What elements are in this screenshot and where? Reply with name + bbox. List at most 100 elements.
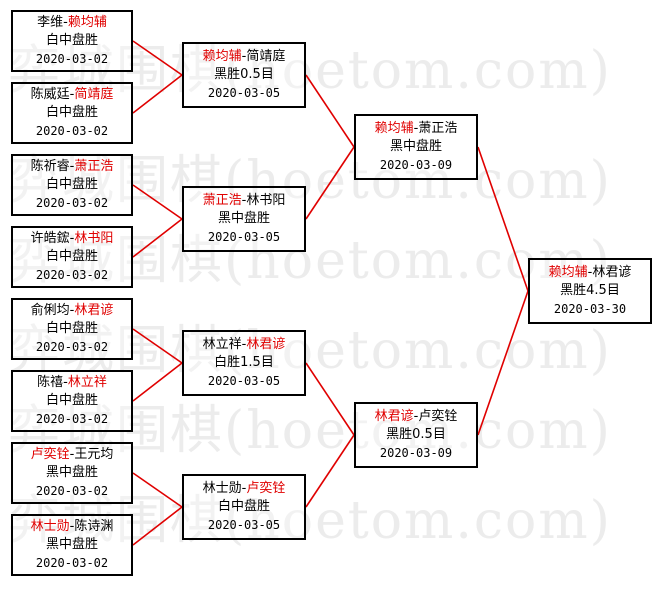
player-black: 陈祈睿 <box>30 159 70 174</box>
player-black: 赖均辅 <box>374 121 414 136</box>
match-result: 黑胜0.5目 <box>214 67 274 82</box>
match-result: 黑中盘胜 <box>45 537 98 552</box>
match-result-row: 黑中盘胜 <box>13 464 131 482</box>
match-players: 陈祈睿-萧正浩 <box>13 158 131 176</box>
match-date-row: 2020-03-02 <box>13 50 131 68</box>
bracket-connector <box>305 362 355 436</box>
match-players: 林士勋-卢奕铨 <box>184 480 304 498</box>
player-separator: - <box>69 231 75 246</box>
player-black: 林立祥 <box>202 337 242 352</box>
match-result-row: 白中盘胜 <box>13 248 131 266</box>
match-date-row: 2020-03-05 <box>184 516 304 534</box>
bracket-connector <box>132 184 183 220</box>
player-separator: - <box>69 447 75 462</box>
bracket-connector <box>132 40 183 76</box>
bracket-connector <box>132 74 183 114</box>
match-result-row: 黑中盘胜 <box>184 210 304 228</box>
match-players: 林立祥-林君谚 <box>184 336 304 354</box>
player-black: 俞俐均 <box>30 303 70 318</box>
bracket-connector <box>305 74 355 148</box>
match-date: 2020-03-02 <box>35 196 109 210</box>
player-white: 卢奕铨 <box>246 481 286 496</box>
match-date-row: 2020-03-02 <box>13 554 131 572</box>
player-white: 林君谚 <box>74 303 114 318</box>
match-result: 白中盘胜 <box>45 249 98 264</box>
player-white: 萧正浩 <box>418 121 458 136</box>
player-separator: - <box>63 15 68 30</box>
match-result-row: 白中盘胜 <box>13 32 131 50</box>
player-separator: - <box>241 337 247 352</box>
match-players: 俞俐均-林君谚 <box>13 302 131 320</box>
match-result: 黑中盘胜 <box>217 211 270 226</box>
player-separator: - <box>69 159 75 174</box>
player-separator: - <box>241 481 247 496</box>
match-result: 白中盘胜 <box>45 393 98 408</box>
match-date-row: 2020-03-30 <box>530 300 650 318</box>
match-result-row: 黑胜0.5目 <box>356 426 476 444</box>
match-players: 赖均辅-萧正浩 <box>356 120 476 138</box>
match-date: 2020-03-02 <box>35 52 109 66</box>
player-separator: - <box>413 121 419 136</box>
match-result: 白胜1.5目 <box>214 355 274 370</box>
match-date-row: 2020-03-05 <box>184 372 304 390</box>
match-date: 2020-03-09 <box>379 446 453 460</box>
player-black: 赖均辅 <box>202 49 242 64</box>
player-separator: - <box>241 49 247 64</box>
match-date: 2020-03-02 <box>35 556 109 570</box>
match-date-row: 2020-03-05 <box>184 84 304 102</box>
match-players: 林君谚-卢奕铨 <box>356 408 476 426</box>
player-separator: - <box>69 87 75 102</box>
player-black: 许皓鋐 <box>30 231 70 246</box>
bracket-connector <box>477 146 529 292</box>
match-date-row: 2020-03-02 <box>13 410 131 428</box>
match-players: 李维-赖均辅 <box>13 14 131 32</box>
match-box-round2-2: 萧正浩-林书阳黑中盘胜 2020-03-05 <box>182 186 306 252</box>
match-result-row: 白中盘胜 <box>184 498 304 516</box>
match-players: 卢奕铨-王元均 <box>13 446 131 464</box>
match-result: 黑胜0.5目 <box>386 427 446 442</box>
player-separator: - <box>69 519 75 534</box>
player-white: 陈诗渊 <box>74 519 114 534</box>
match-date: 2020-03-02 <box>35 268 109 282</box>
match-date: 2020-03-30 <box>553 302 627 316</box>
match-players: 赖均辅-林君谚 <box>530 264 650 282</box>
match-date-row: 2020-03-02 <box>13 338 131 356</box>
match-box-round1-1: 李维-赖均辅白中盘胜 2020-03-02 <box>11 10 133 72</box>
match-result: 白中盘胜 <box>45 321 98 336</box>
player-separator: - <box>69 303 75 318</box>
match-players: 林士勋-陈诗渊 <box>13 518 131 536</box>
player-black: 李维 <box>37 15 64 30</box>
bracket-connector <box>305 146 355 220</box>
player-separator: - <box>63 375 68 390</box>
player-white: 王元均 <box>74 447 114 462</box>
bracket-connector <box>132 328 183 364</box>
match-players: 萧正浩-林书阳 <box>184 192 304 210</box>
bracket-connector <box>305 434 355 508</box>
match-date: 2020-03-09 <box>379 158 453 172</box>
match-result-row: 白胜1.5目 <box>184 354 304 372</box>
match-date-row: 2020-03-05 <box>184 228 304 246</box>
match-result-row: 白中盘胜 <box>13 320 131 338</box>
match-result-row: 白中盘胜 <box>13 176 131 194</box>
player-black: 陈禧 <box>37 375 64 390</box>
match-result-row: 黑胜0.5目 <box>184 66 304 84</box>
player-black: 林君谚 <box>374 409 414 424</box>
match-date-row: 2020-03-02 <box>13 122 131 140</box>
player-black: 陈威廷 <box>30 87 70 102</box>
player-black: 林士勋 <box>30 519 70 534</box>
player-separator: - <box>413 409 419 424</box>
match-date: 2020-03-05 <box>207 86 281 100</box>
player-white: 林君谚 <box>246 337 286 352</box>
player-separator: - <box>241 193 247 208</box>
player-white: 萧正浩 <box>74 159 114 174</box>
bracket-connector <box>132 218 183 258</box>
match-date-row: 2020-03-09 <box>356 444 476 462</box>
